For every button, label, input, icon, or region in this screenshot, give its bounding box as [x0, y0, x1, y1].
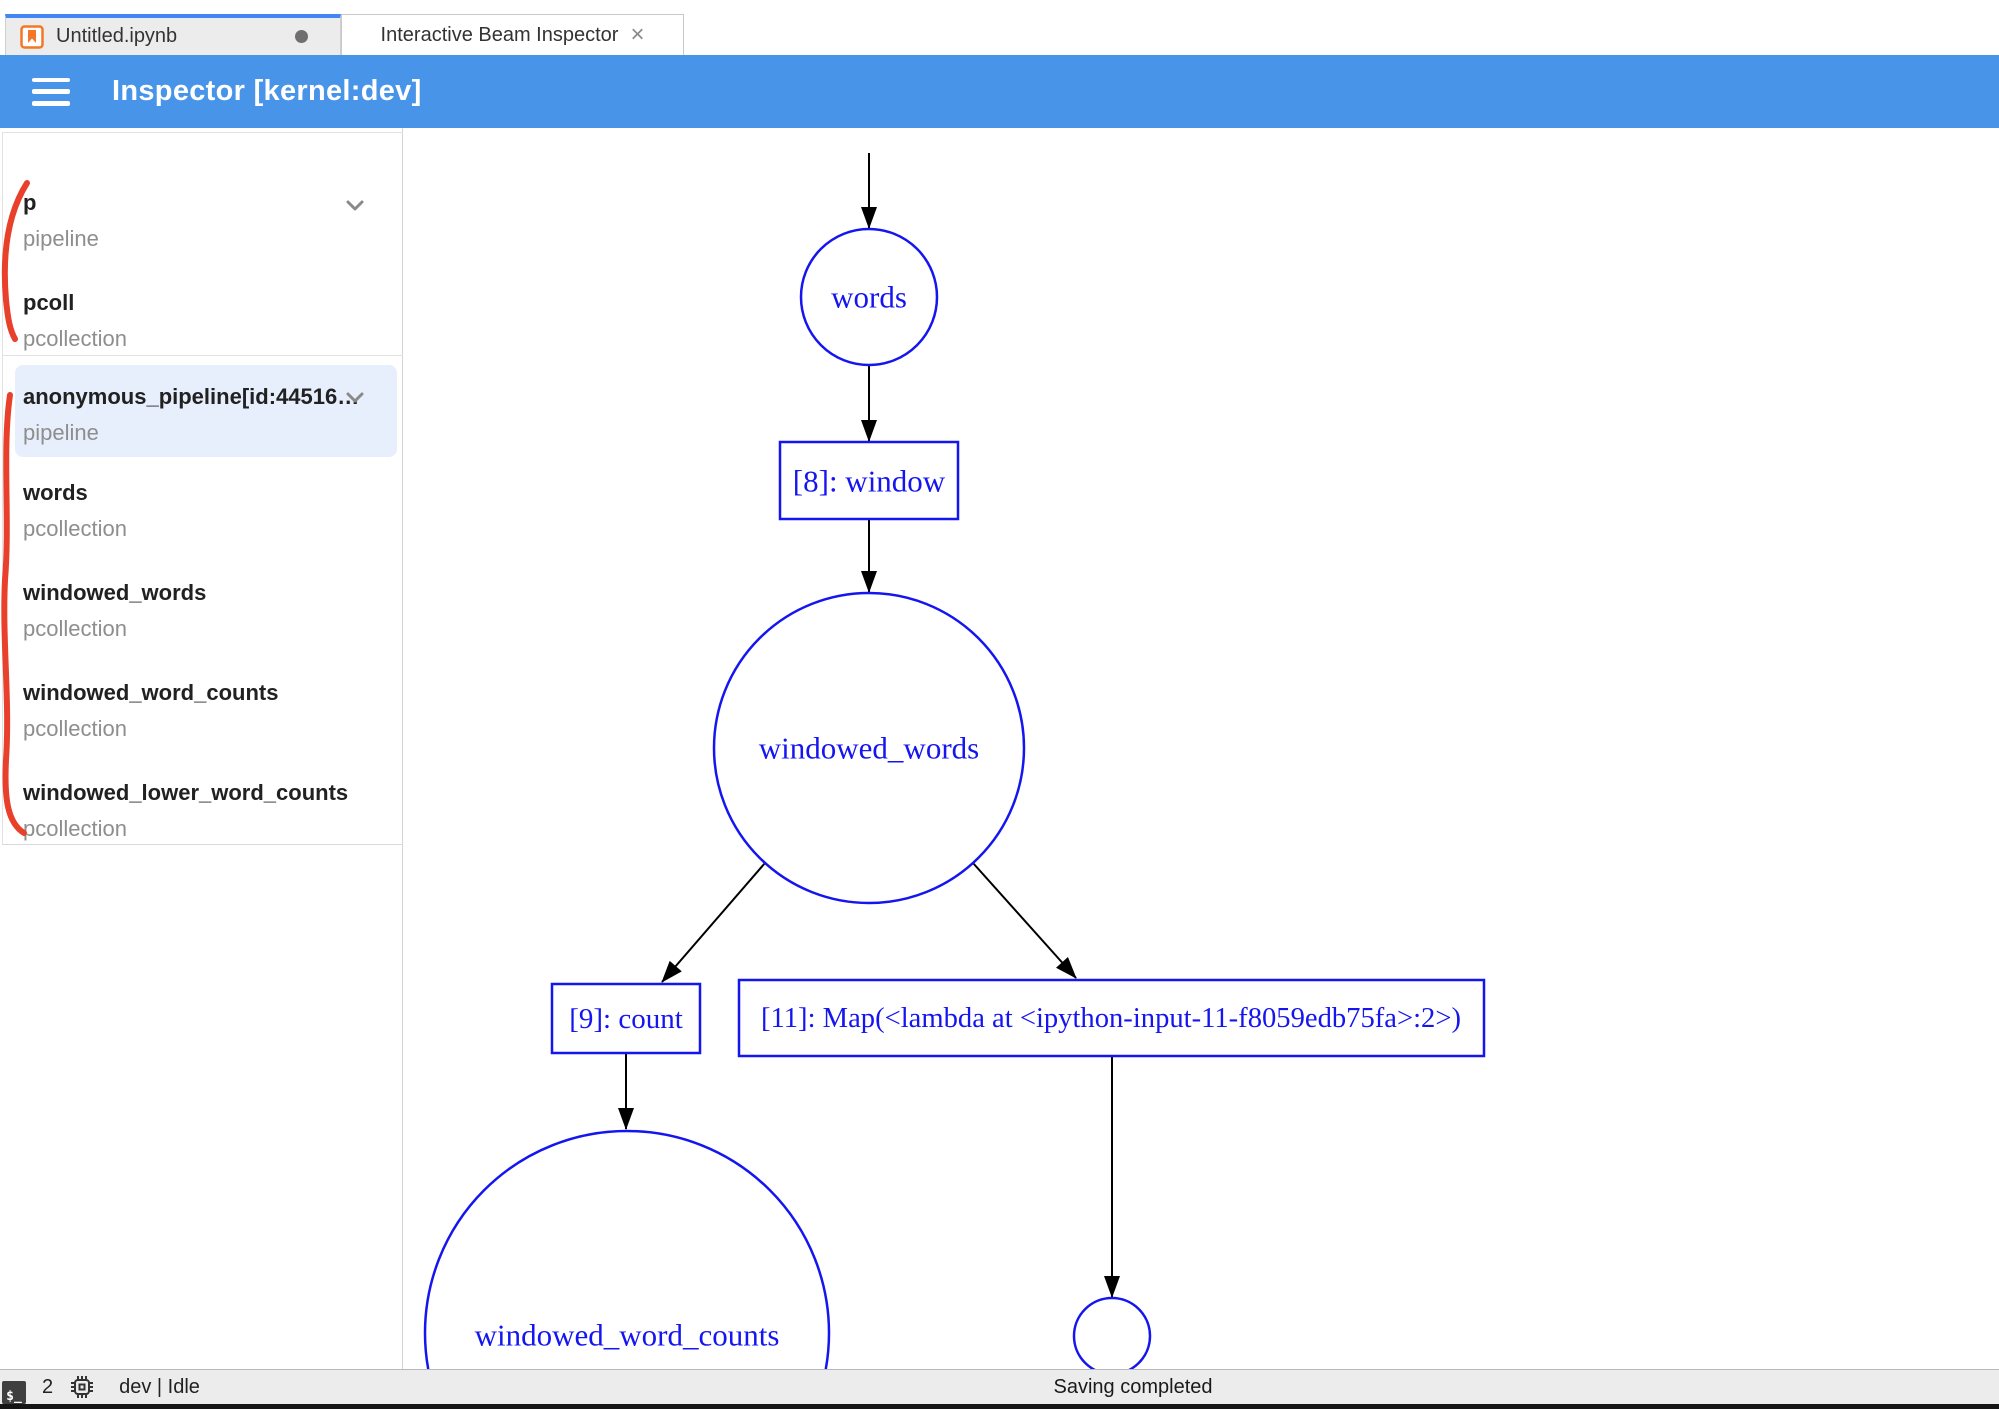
unsaved-changes-dot — [295, 30, 308, 43]
edge-windowed-words-to-count — [661, 862, 766, 983]
chevron-down-icon[interactable] — [341, 191, 369, 219]
pipeline-sidebar: p pipeline pcoll pcollection anonymous_p… — [0, 128, 403, 1369]
sidebar-item-p[interactable]: p pipeline — [23, 190, 99, 251]
pipeline-graph-canvas: words [8]: window windowed_words [9]: co… — [403, 128, 1999, 1369]
sidebar-item-words[interactable]: words pcollection — [23, 480, 127, 541]
svg-text:[9]: count: [9]: count — [569, 1003, 683, 1035]
sidebar-item-anonymous-pipeline[interactable]: anonymous_pipeline[id:44516… pipeline — [15, 365, 397, 457]
bug-icon[interactable] — [69, 1374, 95, 1400]
svg-text:windowed_words: windowed_words — [759, 731, 979, 766]
status-bar: $_ 2 dev | Idle Saving completed — [0, 1369, 1999, 1404]
edge-windowed-words-to-map — [972, 862, 1077, 979]
terminal-icon[interactable]: $_ — [2, 1380, 26, 1404]
tab-beam-inspector[interactable]: Interactive Beam Inspector × — [341, 14, 684, 55]
inspector-header: Inspector [kernel:dev] — [0, 55, 1999, 128]
node-count-transform[interactable]: [9]: count — [550, 982, 702, 1055]
node-windowed-word-counts-pcollection[interactable]: windowed_word_counts — [423, 1129, 831, 1369]
svg-text:[8]: window: [8]: window — [793, 464, 946, 499]
sidebar-item-pcoll[interactable]: pcoll pcollection — [23, 290, 127, 351]
menu-icon[interactable] — [32, 77, 70, 106]
sidebar-item-windowed-word-counts[interactable]: windowed_word_counts pcollection — [23, 680, 279, 741]
node-window-transform[interactable]: [8]: window — [778, 440, 960, 521]
tab-title: Untitled.ipynb — [56, 25, 178, 47]
pipeline-list-panel: p pipeline pcoll pcollection anonymous_p… — [2, 132, 403, 845]
close-icon[interactable]: × — [630, 21, 645, 48]
svg-text:words: words — [831, 280, 907, 315]
node-windowed-words-pcollection[interactable]: windowed_words — [712, 591, 1026, 905]
svg-text:windowed_word_counts: windowed_word_counts — [475, 1318, 780, 1353]
node-map-transform[interactable]: [11]: Map(<lambda at <ipython-input-11-f… — [737, 978, 1486, 1058]
kernel-status[interactable]: dev | Idle — [119, 1375, 200, 1398]
window-bottom-edge — [0, 1404, 1999, 1409]
tab-bar: Untitled.ipynb Interactive Beam Inspecto… — [0, 0, 1999, 55]
chevron-down-icon[interactable] — [341, 383, 369, 411]
node-words-pcollection[interactable]: words — [799, 227, 939, 367]
svg-text:[11]: Map(<lambda at <ipython-: [11]: Map(<lambda at <ipython-input-11-f… — [761, 1002, 1461, 1034]
terminal-count[interactable]: 2 — [42, 1375, 54, 1398]
sidebar-item-windowed-words[interactable]: windowed_words pcollection — [23, 580, 207, 641]
page-title: Inspector [kernel:dev] — [112, 75, 422, 107]
node-unnamed-pcollection[interactable] — [1072, 1296, 1152, 1369]
notebook-icon — [20, 24, 44, 49]
tab-untitled-notebook[interactable]: Untitled.ipynb — [5, 14, 341, 55]
tab-title: Interactive Beam Inspector — [380, 23, 619, 46]
save-status-message: Saving completed — [1053, 1375, 1213, 1398]
list-divider — [3, 355, 403, 356]
sidebar-item-windowed-lower-word-counts[interactable]: windowed_lower_word_counts pcollection — [23, 780, 349, 841]
pipeline-graph: words [8]: window windowed_words [9]: co… — [423, 153, 1486, 1369]
